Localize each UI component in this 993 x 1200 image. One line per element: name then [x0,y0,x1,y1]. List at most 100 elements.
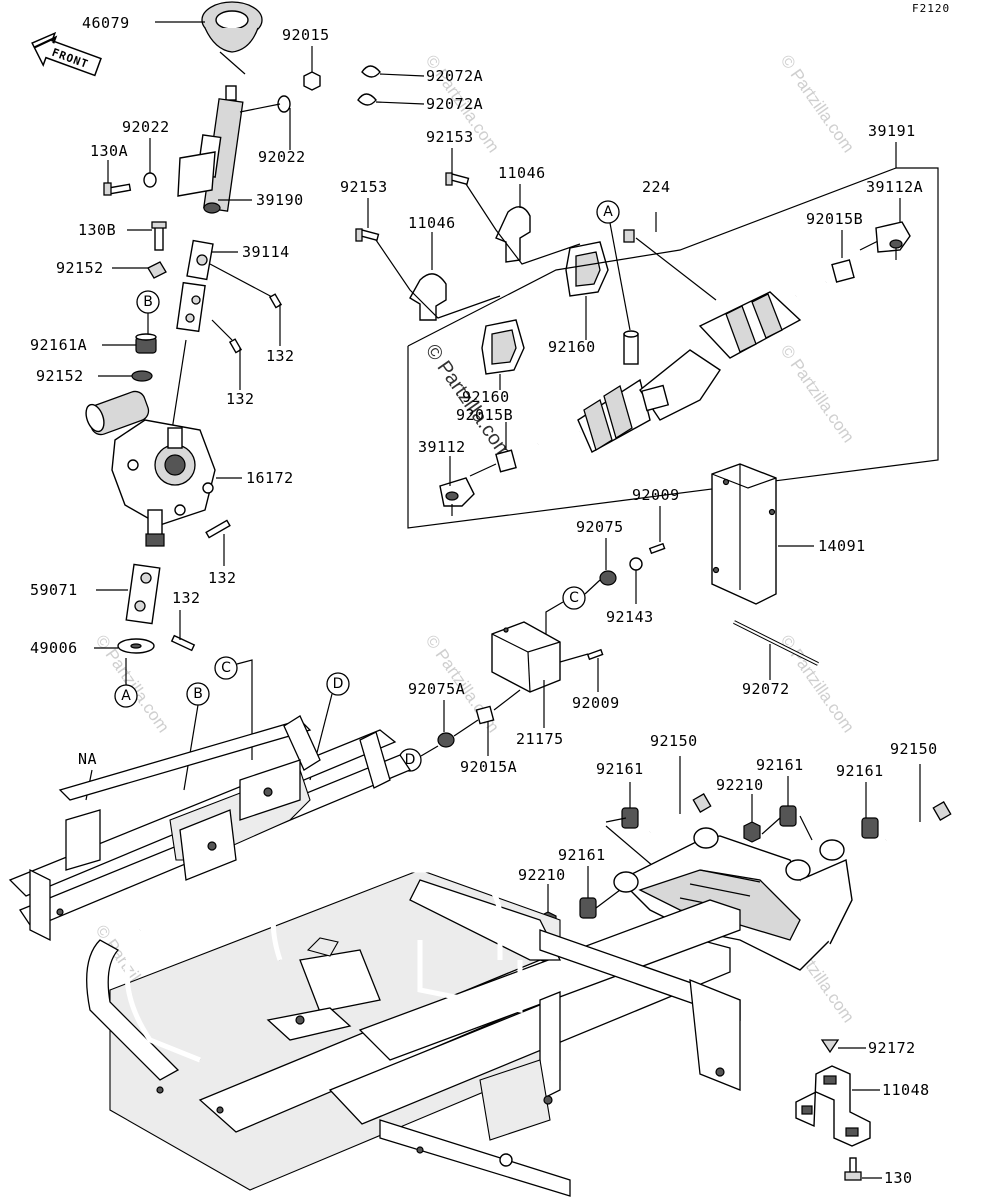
part-label-92161-a: 92161 [596,760,644,778]
bolt-132-c [205,519,231,539]
part-label-132-a: 132 [266,347,295,365]
screw-92172 [820,1039,840,1054]
diagram-code: F2120 [912,2,950,15]
part-label-92009-a: 92009 [632,486,680,504]
part-label-92072A-a: 92072A [426,67,483,85]
clamp-92072A-2 [357,93,377,106]
bushing-92161-d [579,897,597,919]
callout-circle-c-frame [214,656,238,680]
part-label-NA: NA [78,750,97,768]
bushing-92161-b [779,805,797,827]
part-label-92160-a: 92160 [548,338,596,356]
pin-224 [623,229,635,243]
collar-92143 [629,557,643,571]
part-label-92210-a: 92210 [716,776,764,794]
callout-letter-d: D [405,752,416,768]
callout-letter-d-frame: D [333,676,344,692]
watermark: © Partzilla.com [777,51,858,156]
steering-column-group: 46079 92015 92022 39190 92022 130A [30,1,330,708]
part-label-92161-b: 92161 [756,756,804,774]
part-label-132-c: 132 [208,569,237,587]
part-label-92022-left: 92022 [122,118,170,136]
screw-92009-lower [586,648,604,661]
bracket-11046-lower [409,273,447,321]
part-label-92015A: 92015A [460,758,517,776]
bolt-130A [103,182,132,196]
part-label-132-d: 132 [172,589,201,607]
part-label-39112A: 39112A [866,178,923,196]
part-label-11046-b: 11046 [408,214,456,232]
part-label-92161-d: 92161 [836,762,884,780]
part-label-49006: 49006 [30,639,78,657]
callout-circle-a-rack [596,200,620,224]
part-label-130A: 130A [90,142,128,160]
bushing-92161-c [861,817,879,839]
bolt-130 [844,1157,862,1181]
universal-joint-59071 [125,563,161,625]
steering-boot [155,1,263,75]
nut-92015 [303,71,321,91]
part-label-92072: 92072 [742,680,790,698]
part-label-92210-b: 92210 [518,866,566,884]
washer-92022-left [143,172,157,188]
part-label-11048: 11048 [882,1081,930,1099]
part-label-132-b: 132 [226,390,255,408]
part-label-92150-a: 92150 [650,732,698,750]
part-label-92075: 92075 [576,518,624,536]
washer-92152-lower [131,370,153,382]
bolt-132-b [228,338,243,354]
part-label-130: 130 [884,1169,913,1187]
part-label-92022: 92022 [258,148,306,166]
collar-92015A [475,705,495,725]
nut-92210-a [743,821,761,843]
part-label-92153-a: 92153 [426,128,474,146]
part-label-92161A: 92161A [30,336,87,354]
bolt-132-a [268,293,283,309]
clamp-92072A [361,65,381,78]
part-label-92172: 92172 [868,1039,916,1057]
part-label-39112: 39112 [418,438,466,456]
bolt-92150 [649,793,712,834]
part-label-92152-lower: 92152 [36,367,84,385]
callout-letter-a: A [121,688,131,704]
part-label-130B: 130B [78,221,116,239]
front-arrow-icon: FRONT [31,31,102,77]
part-label-92153-b: 92153 [340,178,388,196]
part-label-92143: 92143 [606,608,654,626]
controller-21175 [491,621,561,693]
steering-rack-group: 92072A 92072A 92153 11046 92153 11046 [340,65,939,529]
part-label-92161-c: 92161 [558,846,606,864]
part-label-92009-b: 92009 [572,694,620,712]
part-label-39190: 39190 [256,191,304,209]
part-label-92015B-b: 92015B [806,210,863,228]
bolt-92150-right [885,801,952,842]
screw-92009 [648,542,666,555]
callout-letter-c-frame: C [221,660,231,676]
part-label-92015: 92015 [282,26,330,44]
part-label-92072A-b: 92072A [426,95,483,113]
controller-group: 14091 92072 92009 92075 92143 C 21175 [398,463,866,776]
part-label-59071: 59071 [30,581,78,599]
tie-rod-end-39112 [439,463,497,516]
callout-letter-b: B [143,294,153,310]
part-label-21175: 21175 [516,730,564,748]
callout-circle-c [562,586,586,610]
watermark: © Partzilla.com [777,341,858,446]
part-label-14091: 14091 [818,537,866,555]
part-label-39191: 39191 [868,122,916,140]
part-label-11046-a: 11046 [498,164,546,182]
bracket-11048 [795,1065,871,1147]
part-label-92015B-a: 92015B [456,406,513,424]
grommet-92075 [599,570,617,586]
part-label-92152: 92152 [56,259,104,277]
callout-letter-a-rack: A [603,204,613,220]
bracket-11046 [495,206,531,263]
steering-rack [537,280,827,453]
cover-14091 [711,463,777,605]
nut-92015B [831,259,855,283]
grommet-92075A [437,732,455,748]
vehicle-frame: NA B C D [8,656,741,1197]
universal-joint-39114 [176,239,214,333]
part-label-92160-b: 92160 [462,388,510,406]
